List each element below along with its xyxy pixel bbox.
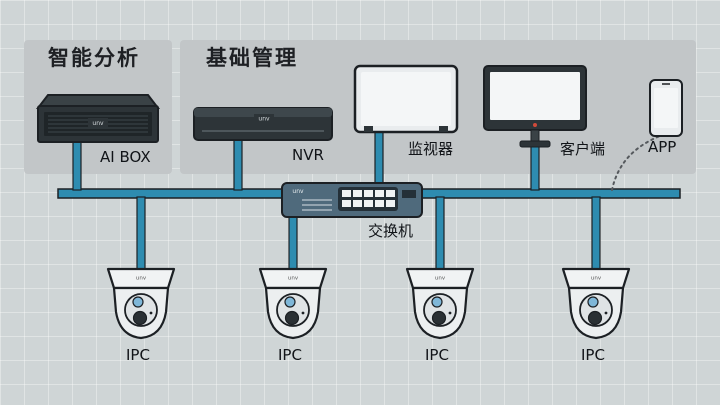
camera-link-1 (136, 196, 146, 270)
ipc-2-brand: unv (288, 276, 299, 282)
app-wireless-link (611, 135, 661, 191)
monitor-link (374, 131, 384, 191)
ipc-3-brand: unv (435, 276, 446, 282)
app-label: APP (648, 138, 677, 156)
aibox-device: unv (35, 94, 161, 143)
app-phone-device (649, 79, 683, 137)
management-panel-title: 基础管理 (206, 46, 298, 70)
switch-device: unv (281, 182, 423, 218)
ipc-label-1: IPC (126, 346, 150, 364)
ipc-1-brand: unv (136, 276, 147, 282)
aibox-brand: unv (92, 120, 104, 127)
client-label: 客户端 (560, 140, 606, 158)
ipc-label-3: IPC (425, 346, 449, 364)
monitor-device (353, 64, 459, 134)
camera-link-4 (591, 196, 601, 270)
switch-label: 交换机 (368, 222, 414, 240)
analysis-panel-title: 智能分析 (48, 46, 140, 70)
switch-brand: unv (292, 188, 304, 195)
ipc-label-4: IPC (581, 346, 605, 364)
ipc-camera-1: unv (106, 267, 176, 340)
aibox-label: AI BOX (100, 148, 151, 166)
ipc-camera-2: unv (258, 267, 328, 340)
ipc-camera-4: unv (561, 267, 631, 340)
ipc-camera-3: unv (405, 267, 475, 340)
client-device (483, 65, 587, 148)
ipc-label-2: IPC (278, 346, 302, 364)
camera-link-3 (435, 196, 445, 270)
aibox-link (72, 141, 82, 191)
nvr-link (233, 137, 243, 191)
nvr-label: NVR (292, 146, 324, 164)
nvr-brand: unv (258, 116, 270, 123)
nvr-device: unv (193, 107, 333, 141)
monitor-label: 监视器 (408, 140, 454, 158)
client-link (530, 143, 540, 191)
ipc-4-brand: unv (591, 276, 602, 282)
